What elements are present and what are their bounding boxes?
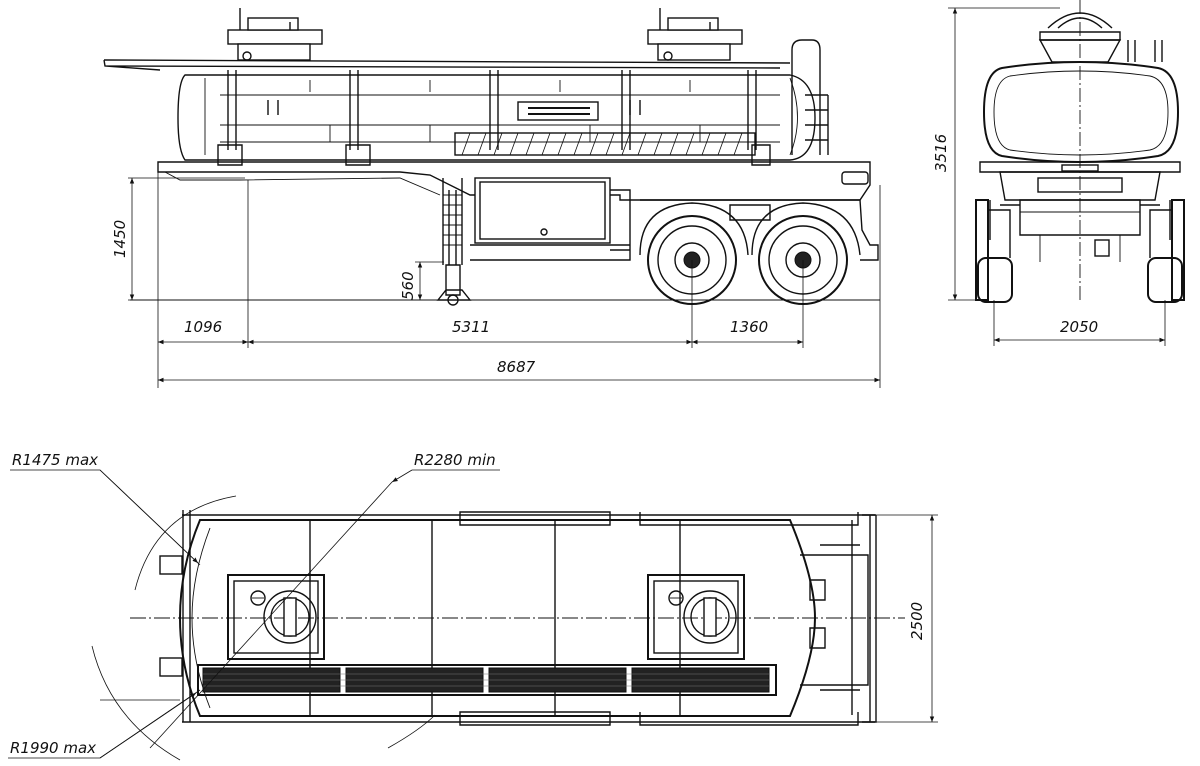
rear-view: 3516 2050 bbox=[932, 0, 1185, 346]
manhole-rear bbox=[647, 8, 743, 61]
wheel-front-axle bbox=[639, 202, 749, 305]
wheel-rear-axle bbox=[751, 202, 861, 305]
top-manhole-rear bbox=[647, 574, 745, 660]
dim-height-leg: 560 bbox=[399, 271, 417, 300]
landing-gear bbox=[436, 178, 472, 306]
dim-axle-spacing: 1360 bbox=[730, 318, 768, 336]
dim-overall-height: 3516 bbox=[932, 134, 950, 172]
tank-frame bbox=[227, 70, 757, 150]
dim-kingpin-to-axle: 5311 bbox=[452, 318, 490, 336]
rear-wheel-right bbox=[1147, 199, 1185, 303]
manhole-front bbox=[227, 8, 323, 61]
rear-tank bbox=[982, 61, 1180, 163]
side-grating bbox=[454, 132, 756, 156]
side-view: 1450 560 1096 5311 1360 8687 bbox=[103, 8, 881, 388]
label-rear-swing-radius: R1990 max bbox=[10, 739, 96, 757]
top-manhole-front bbox=[227, 574, 325, 660]
dim-overall-length: 8687 bbox=[497, 358, 536, 376]
dim-overall-width: 2500 bbox=[908, 602, 926, 640]
dim-track-width: 2050 bbox=[1060, 318, 1098, 336]
label-front-swing-radius: R1475 max bbox=[12, 451, 98, 469]
rear-wheel-left bbox=[975, 199, 1013, 303]
label-min-turning-radius: R2280 min bbox=[414, 451, 496, 469]
top-walkway-grating bbox=[197, 664, 777, 696]
dim-height-coupling: 1450 bbox=[111, 220, 129, 258]
dim-front-overhang: 1096 bbox=[184, 318, 222, 336]
top-view: 2500 R1475 max R2280 min R1990 max bbox=[8, 451, 938, 761]
tool-box bbox=[474, 177, 611, 244]
